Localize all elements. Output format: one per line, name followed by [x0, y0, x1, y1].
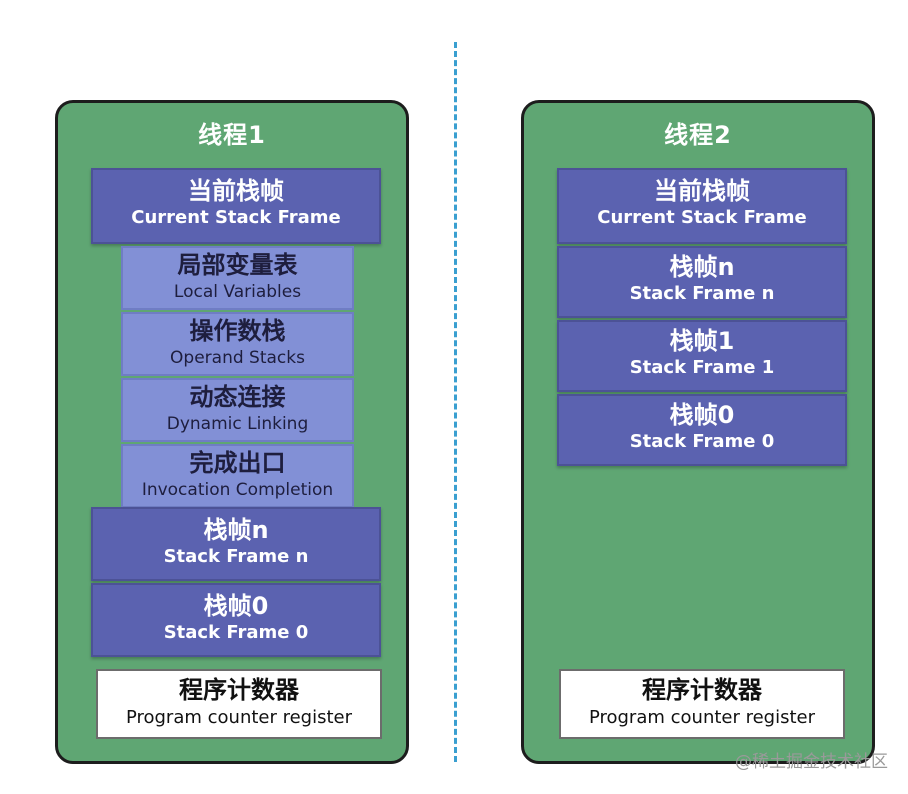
current-frame-en: Current Stack Frame — [597, 207, 807, 228]
thread-2-stack-frame-n: 栈帧n Stack Frame n — [557, 246, 847, 318]
thread-1-stack-frame-n: 栈帧n Stack Frame n — [91, 507, 381, 581]
program-counter-en: Program counter register — [125, 707, 353, 728]
dynamic-linking-zh: 动态连接 — [189, 383, 286, 411]
stack-frame-n-zh: 栈帧n — [203, 516, 269, 544]
stack-frame-1-en: Stack Frame 1 — [629, 357, 775, 378]
invocation-completion-box: 完成出口 Invocation Completion — [121, 444, 354, 508]
operand-stacks-box: 操作数栈 Operand Stacks — [121, 312, 354, 376]
stack-frame-n-zh: 栈帧n — [669, 253, 735, 281]
operand-stacks-zh: 操作数栈 — [189, 317, 286, 345]
thread-1-title: 线程1 — [198, 121, 266, 149]
thread-1-panel: 线程1 当前栈帧 Current Stack Frame 局部变量表 Local… — [55, 100, 409, 764]
program-counter-zh: 程序计数器 — [642, 676, 762, 704]
thread-2-panel: 线程2 当前栈帧 Current Stack Frame 栈帧n Stack F… — [521, 100, 875, 764]
stack-frame-0-zh: 栈帧0 — [669, 401, 735, 429]
invocation-completion-en: Invocation Completion — [141, 480, 334, 500]
thread-1-stack-frame-0: 栈帧0 Stack Frame 0 — [91, 583, 381, 657]
invocation-completion-zh: 完成出口 — [189, 449, 286, 477]
dynamic-linking-en: Dynamic Linking — [166, 414, 309, 434]
watermark: @稀土掘金技术社区 — [735, 752, 888, 772]
local-variables-box: 局部变量表 Local Variables — [121, 246, 354, 310]
local-variables-en: Local Variables — [173, 282, 302, 302]
thread-divider — [454, 42, 457, 762]
current-frame-zh: 当前栈帧 — [188, 177, 284, 205]
stack-frame-0-en: Stack Frame 0 — [163, 622, 309, 643]
thread-2-program-counter: 程序计数器 Program counter register — [559, 669, 845, 739]
stack-frame-0-zh: 栈帧0 — [203, 592, 269, 620]
program-counter-en: Program counter register — [588, 707, 816, 728]
thread-2-title: 线程2 — [664, 121, 732, 149]
stack-frame-0-en: Stack Frame 0 — [629, 431, 775, 452]
thread-2-stack-frame-0: 栈帧0 Stack Frame 0 — [557, 394, 847, 466]
stack-frame-1-zh: 栈帧1 — [669, 327, 735, 355]
local-variables-zh: 局部变量表 — [177, 251, 298, 279]
stack-frame-n-en: Stack Frame n — [629, 283, 775, 304]
operand-stacks-en: Operand Stacks — [170, 348, 305, 368]
program-counter-zh: 程序计数器 — [179, 676, 299, 704]
thread-2-current-frame: 当前栈帧 Current Stack Frame — [557, 168, 847, 244]
thread-1-program-counter: 程序计数器 Program counter register — [96, 669, 382, 739]
dynamic-linking-box: 动态连接 Dynamic Linking — [121, 378, 354, 442]
thread-2-stack-frame-1: 栈帧1 Stack Frame 1 — [557, 320, 847, 392]
current-frame-en: Current Stack Frame — [131, 207, 341, 228]
thread-1-current-frame: 当前栈帧 Current Stack Frame — [91, 168, 381, 244]
current-frame-zh: 当前栈帧 — [654, 177, 750, 205]
stack-frame-n-en: Stack Frame n — [163, 546, 309, 567]
